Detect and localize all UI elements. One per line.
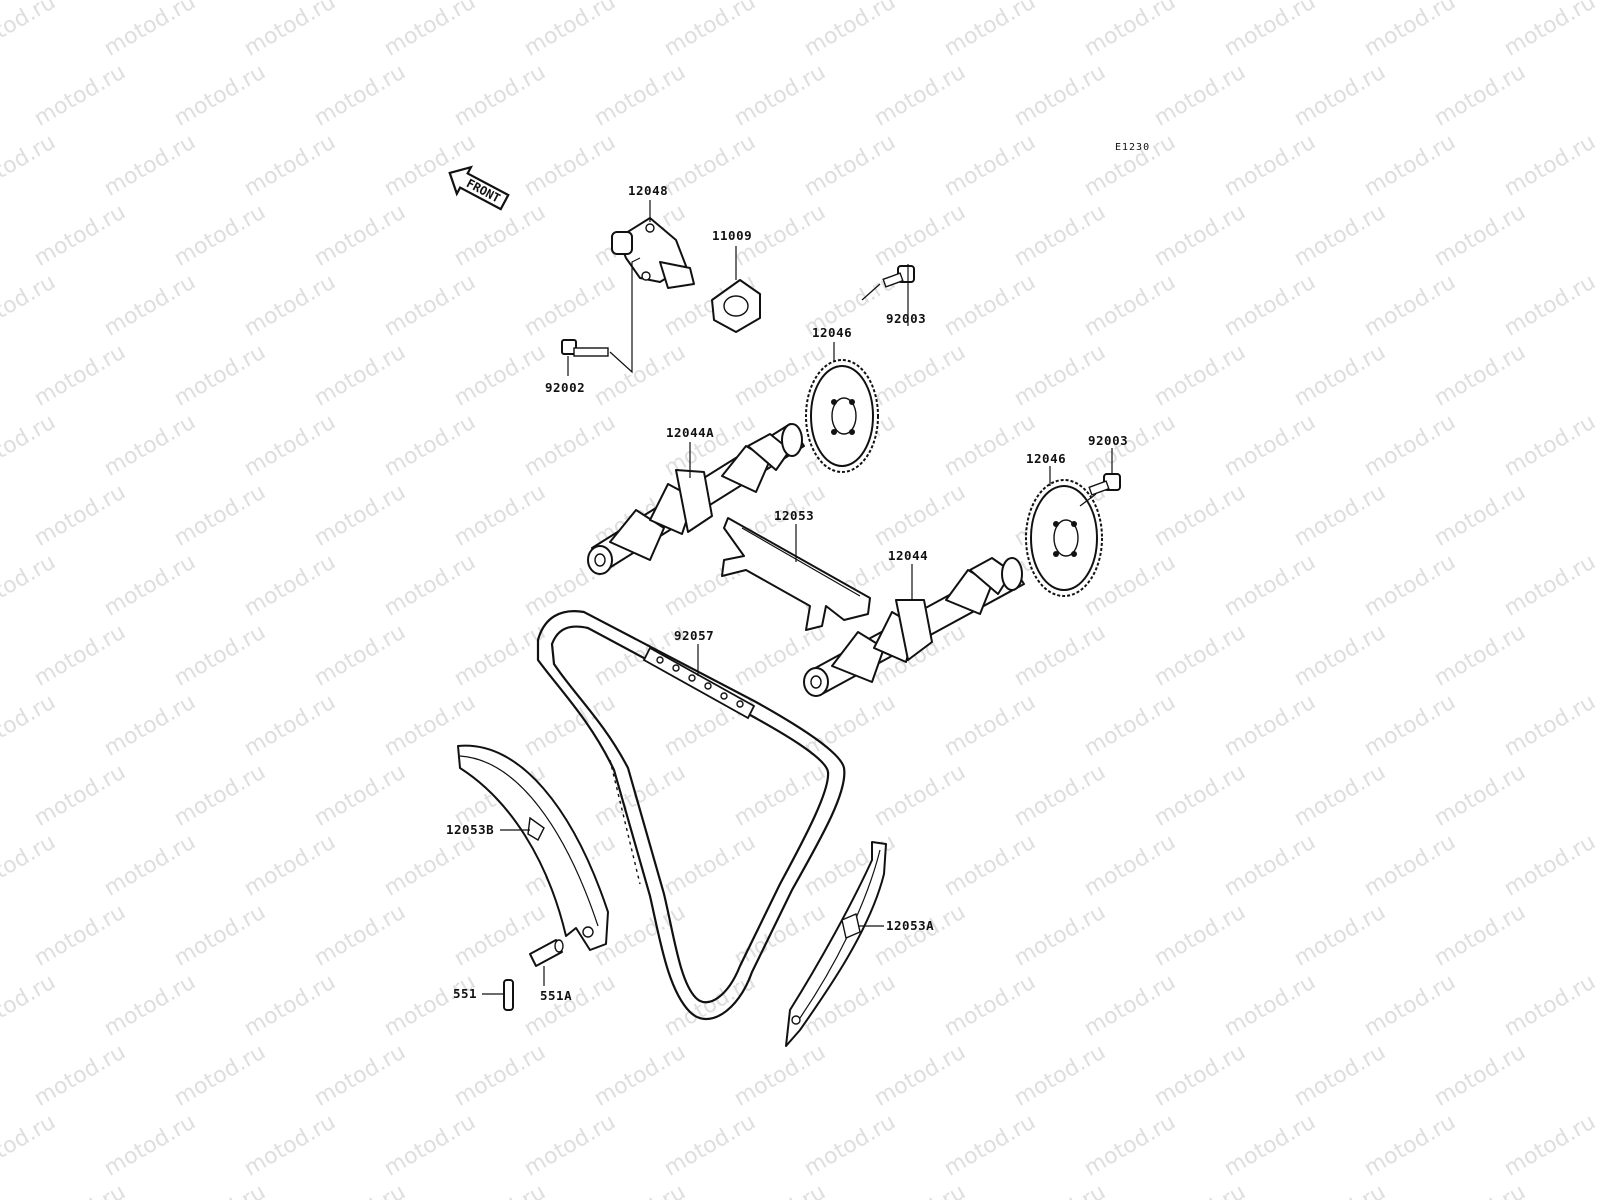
part-label-gasket: 11009 — [712, 228, 752, 243]
part-label-cam-chain: 92057 — [674, 628, 714, 643]
cam-chain-tensioner[interactable] — [611, 217, 695, 289]
part-label-sprocket-upper: 12046 — [812, 325, 852, 340]
pin[interactable] — [503, 979, 514, 1011]
bolt-position-line — [861, 283, 881, 301]
part-label-camshaft-intake: 12044 — [888, 548, 928, 563]
part-label-pin: 551 — [453, 986, 477, 1001]
part-label-chain-guide-rear: 12053B — [446, 822, 494, 837]
camshaft-sprocket-upper[interactable] — [805, 359, 879, 473]
cam-chain[interactable] — [536, 610, 846, 1021]
camshaft-sprocket-lower[interactable] — [1025, 479, 1103, 597]
collar[interactable] — [529, 939, 564, 967]
chain-guide-top[interactable] — [721, 517, 871, 631]
tensioner-bolt[interactable] — [561, 339, 609, 357]
bolt-position-line — [1079, 493, 1097, 507]
camshaft-intake[interactable] — [803, 557, 1025, 697]
sprocket-bolt-lower[interactable] — [1088, 473, 1121, 496]
chain-guide-rear[interactable] — [457, 744, 609, 951]
chain-guide-front[interactable] — [785, 841, 887, 1047]
part-label-sprocket-bolt-lower: 92003 — [1088, 433, 1128, 448]
bolt-position-line — [609, 257, 641, 374]
tensioner-gasket[interactable] — [711, 279, 761, 333]
camshaft-exhaust[interactable] — [587, 423, 805, 575]
part-label-chain-guide-top: 12053 — [774, 508, 814, 523]
part-label-tensioner-bolt: 92002 — [545, 380, 585, 395]
part-label-sprocket-bolt-upper: 92003 — [886, 311, 926, 326]
part-label-collar: 551A — [540, 988, 572, 1003]
sprocket-bolt-upper[interactable] — [882, 265, 915, 288]
front-arrow-icon: FRONT — [448, 165, 510, 211]
part-label-sprocket-lower: 12046 — [1026, 451, 1066, 466]
part-label-chain-guide-front: 12053A — [886, 918, 934, 933]
diagram-code: E1230 — [1115, 142, 1150, 153]
part-label-camshaft-exhaust: 12044A — [666, 425, 714, 440]
part-label-tensioner: 12048 — [628, 183, 668, 198]
